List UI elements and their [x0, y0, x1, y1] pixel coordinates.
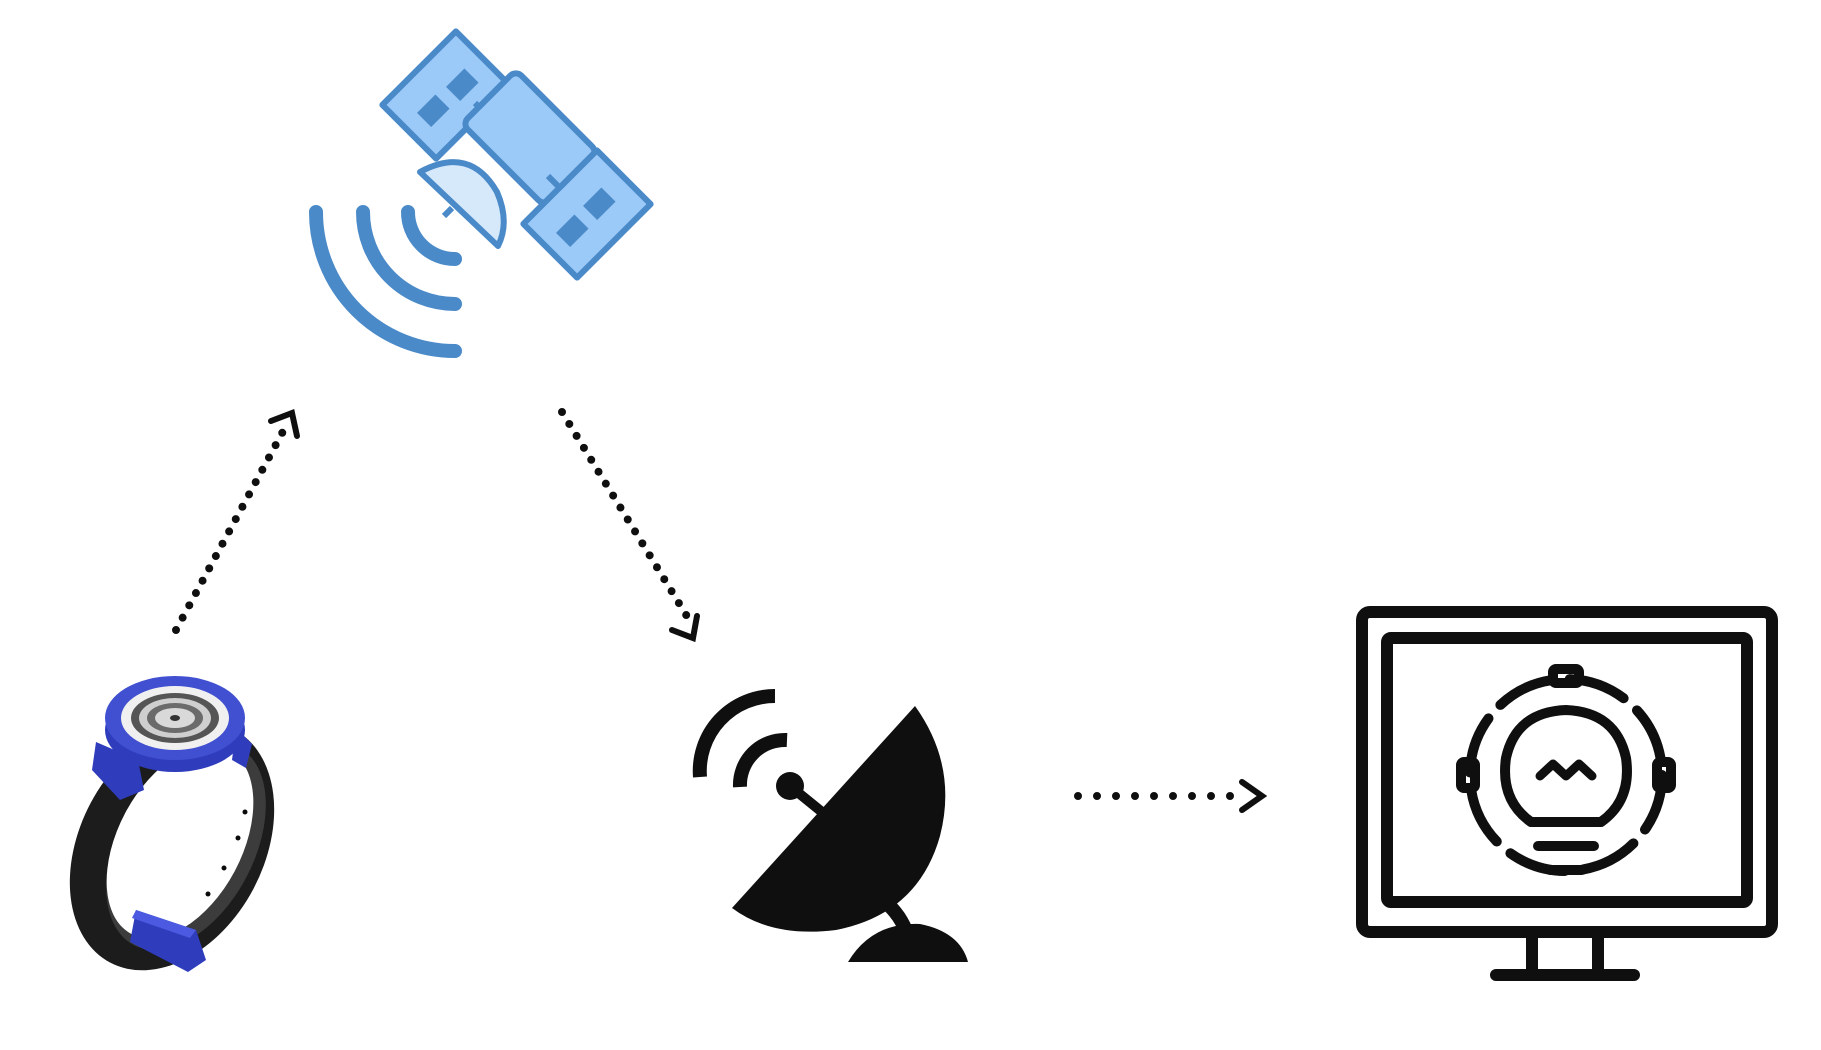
arrowhead-icon — [1239, 779, 1268, 813]
wristband-tracker-icon — [69, 676, 275, 972]
arrowhead-icon — [669, 613, 700, 643]
satellite-dish-icon — [692, 688, 968, 962]
edge-wearable-to-satellite — [172, 408, 300, 634]
edge-satellite-to-ground-station — [558, 408, 700, 643]
edge-ground-station-to-monitor — [1074, 779, 1268, 813]
satellite-icon — [309, 28, 654, 358]
monitor-settings-icon — [1356, 606, 1778, 981]
arrowhead-icon — [268, 408, 300, 439]
